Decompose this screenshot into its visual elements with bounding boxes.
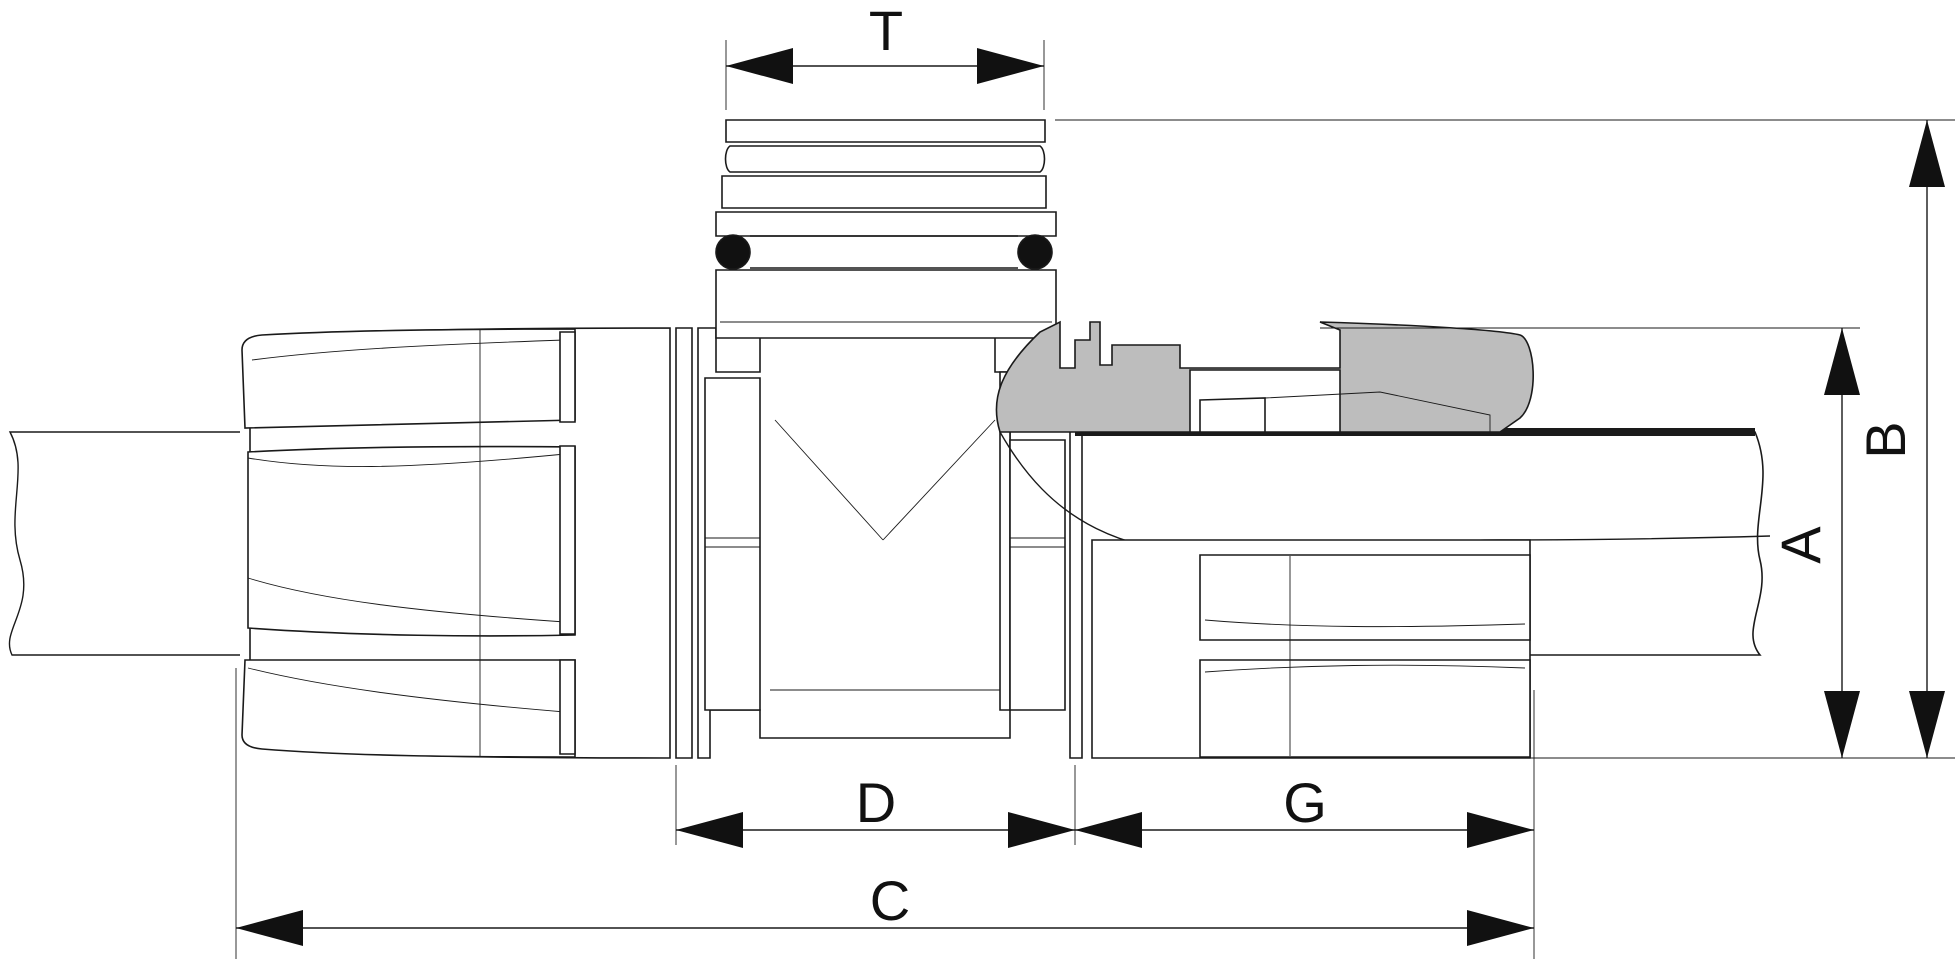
dimension-label-a: A: [1769, 526, 1832, 564]
dimension-label-d: D: [856, 771, 896, 834]
dimension-label-b: B: [1854, 421, 1917, 458]
top-spigot: [715, 119, 1057, 339]
dimension-label-c: C: [870, 869, 910, 932]
dimension-label-t: T: [869, 0, 903, 62]
left-pipe: [8, 431, 240, 656]
dimension-label-g: G: [1283, 771, 1327, 834]
right-compression-nut: [1091, 539, 1531, 759]
left-compression-nut: [241, 327, 671, 759]
dimension-lines: [235, 40, 1955, 959]
cutaway-section: [995, 320, 1534, 433]
tee-body: [675, 304, 1083, 759]
